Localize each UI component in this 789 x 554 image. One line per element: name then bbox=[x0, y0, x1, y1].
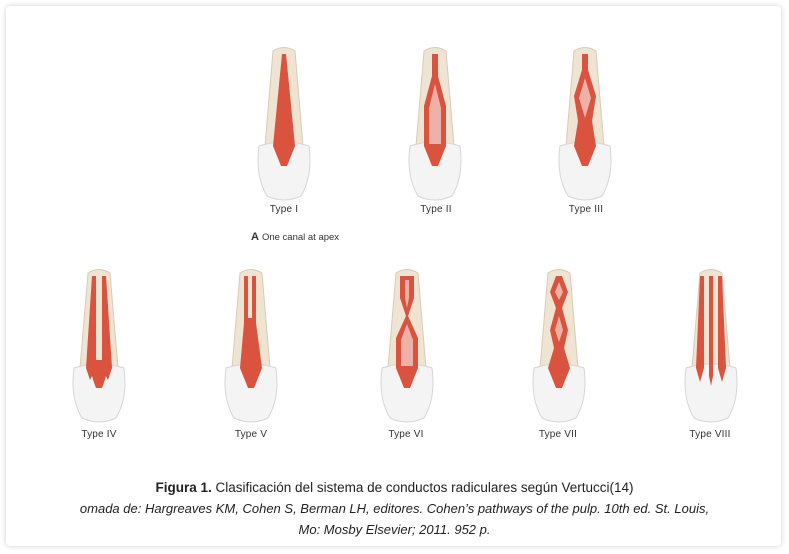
apex-note-letter: A bbox=[251, 231, 259, 243]
type-label: Type VI bbox=[366, 429, 446, 440]
tooth-type-2 bbox=[402, 46, 468, 201]
type-label: Type I bbox=[244, 204, 324, 215]
tooth-type-6 bbox=[374, 268, 440, 423]
tooth-type-1 bbox=[251, 46, 317, 201]
type-label: Type III bbox=[546, 204, 626, 215]
apex-note-text: One canal at apex bbox=[262, 232, 339, 243]
figure-caption-title: Figura 1. Clasificación del sistema de c… bbox=[0, 480, 789, 495]
type-label: Type V bbox=[211, 429, 291, 440]
type-label: Type IV bbox=[59, 429, 139, 440]
tooth-type-5 bbox=[218, 268, 284, 423]
tooth-type-4 bbox=[66, 268, 132, 423]
type-label: Type VII bbox=[518, 429, 598, 440]
tooth-type-8 bbox=[678, 268, 744, 423]
figure-number: Figura 1. bbox=[156, 480, 212, 495]
type-label: Type II bbox=[396, 204, 476, 215]
type-label: Type VIII bbox=[670, 429, 750, 440]
tooth-type-7 bbox=[526, 268, 592, 423]
figure-source-citation: omada de: Hargreaves KM, Cohen S, Berman… bbox=[0, 501, 789, 516]
tooth-type-3 bbox=[552, 46, 618, 201]
figure-publisher-citation: Mo: Mosby Elsevier; 2011. 952 p. bbox=[0, 522, 789, 537]
figure-title: Clasificación del sistema de conductos r… bbox=[216, 480, 634, 495]
